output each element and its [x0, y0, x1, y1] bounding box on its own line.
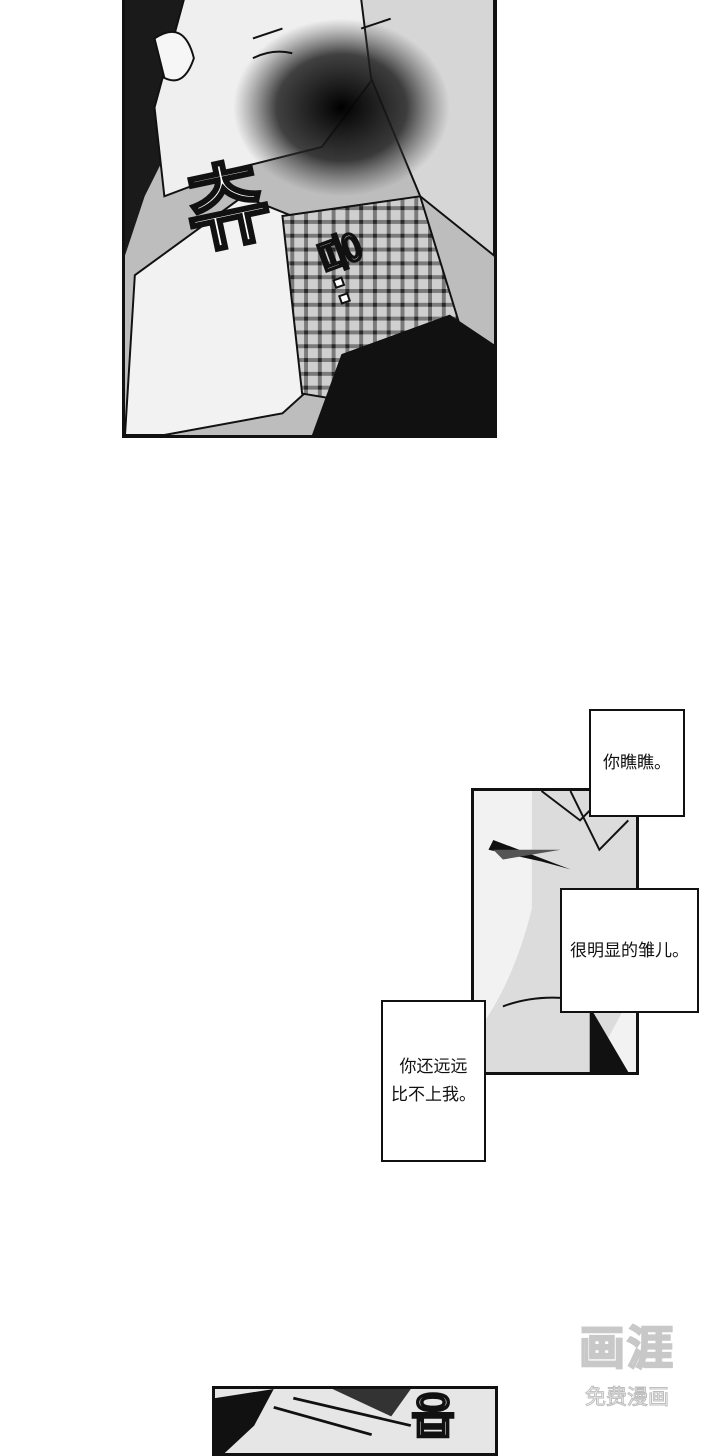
speech-box-2: 很明显的雏儿。	[560, 888, 699, 1013]
speech-text-2: 很明显的雏儿。	[570, 940, 689, 961]
speech-text-3-line-2: 比不上我。	[391, 1085, 476, 1105]
watermark-logo: 画涯 免费漫画	[565, 1318, 689, 1418]
speech-text-1: 你瞧瞧。	[603, 753, 671, 773]
watermark-subtitle: 免费漫画	[585, 1385, 670, 1410]
manga-panel-top: 츄 읍..	[122, 0, 497, 438]
manga-panel-bottom: 읍	[212, 1386, 498, 1456]
sfx-text-bottom: 읍	[410, 1389, 456, 1445]
watermark-title: 画涯	[578, 1320, 675, 1376]
panel-art-kiss	[125, 0, 494, 435]
speech-text-3-line-1: 你还远远	[399, 1057, 468, 1077]
speech-box-1: 你瞧瞧。	[589, 709, 685, 817]
speech-box-3: 你还远远 比不上我。	[381, 1000, 486, 1162]
